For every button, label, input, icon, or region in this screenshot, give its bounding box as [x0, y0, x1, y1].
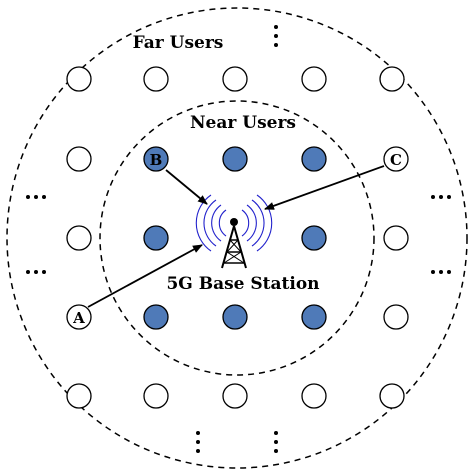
base-station-tower-icon [195, 194, 273, 269]
ellipsis-left-upper [26, 195, 46, 199]
near-zone-boundary [99, 100, 375, 376]
far-user-a [66, 304, 92, 330]
far-user-c [383, 146, 409, 172]
near-user [301, 146, 327, 172]
far-users-label: Far Users [133, 33, 224, 53]
far-user [66, 66, 92, 92]
near-user [301, 225, 327, 251]
near-user-b [143, 146, 169, 172]
far-user [383, 225, 409, 251]
ellipsis-right-upper [431, 195, 451, 199]
arrow-user-b-to-station [165, 169, 208, 205]
far-user [66, 146, 92, 172]
ellipsis-bottom-right [274, 431, 278, 453]
base-station-label: 5G Base Station [166, 274, 319, 294]
user-a-letter: A [72, 309, 85, 327]
near-user [143, 304, 169, 330]
far-user [222, 66, 248, 92]
near-users-label: Near Users [190, 113, 296, 133]
near-user [222, 146, 248, 172]
near-user [222, 304, 248, 330]
far-user [301, 66, 327, 92]
far-user [143, 66, 169, 92]
far-zone-boundary [6, 7, 468, 469]
arrow-user-a-to-station [87, 244, 203, 308]
far-user [383, 304, 409, 330]
far-user [222, 383, 248, 409]
ellipsis-top-right [274, 25, 278, 47]
far-user [301, 383, 327, 409]
user-b-letter: B [150, 151, 163, 169]
far-user [143, 383, 169, 409]
ellipsis-right-lower [431, 270, 451, 274]
near-user [301, 304, 327, 330]
ellipsis-bottom-left [196, 431, 200, 453]
user-c-letter: C [390, 151, 402, 169]
far-user [66, 383, 92, 409]
arrow-user-c-to-station [264, 165, 385, 210]
near-user [143, 225, 169, 251]
far-user [379, 383, 405, 409]
far-user [66, 225, 92, 251]
ellipsis-left-lower [26, 270, 46, 274]
far-user [379, 66, 405, 92]
